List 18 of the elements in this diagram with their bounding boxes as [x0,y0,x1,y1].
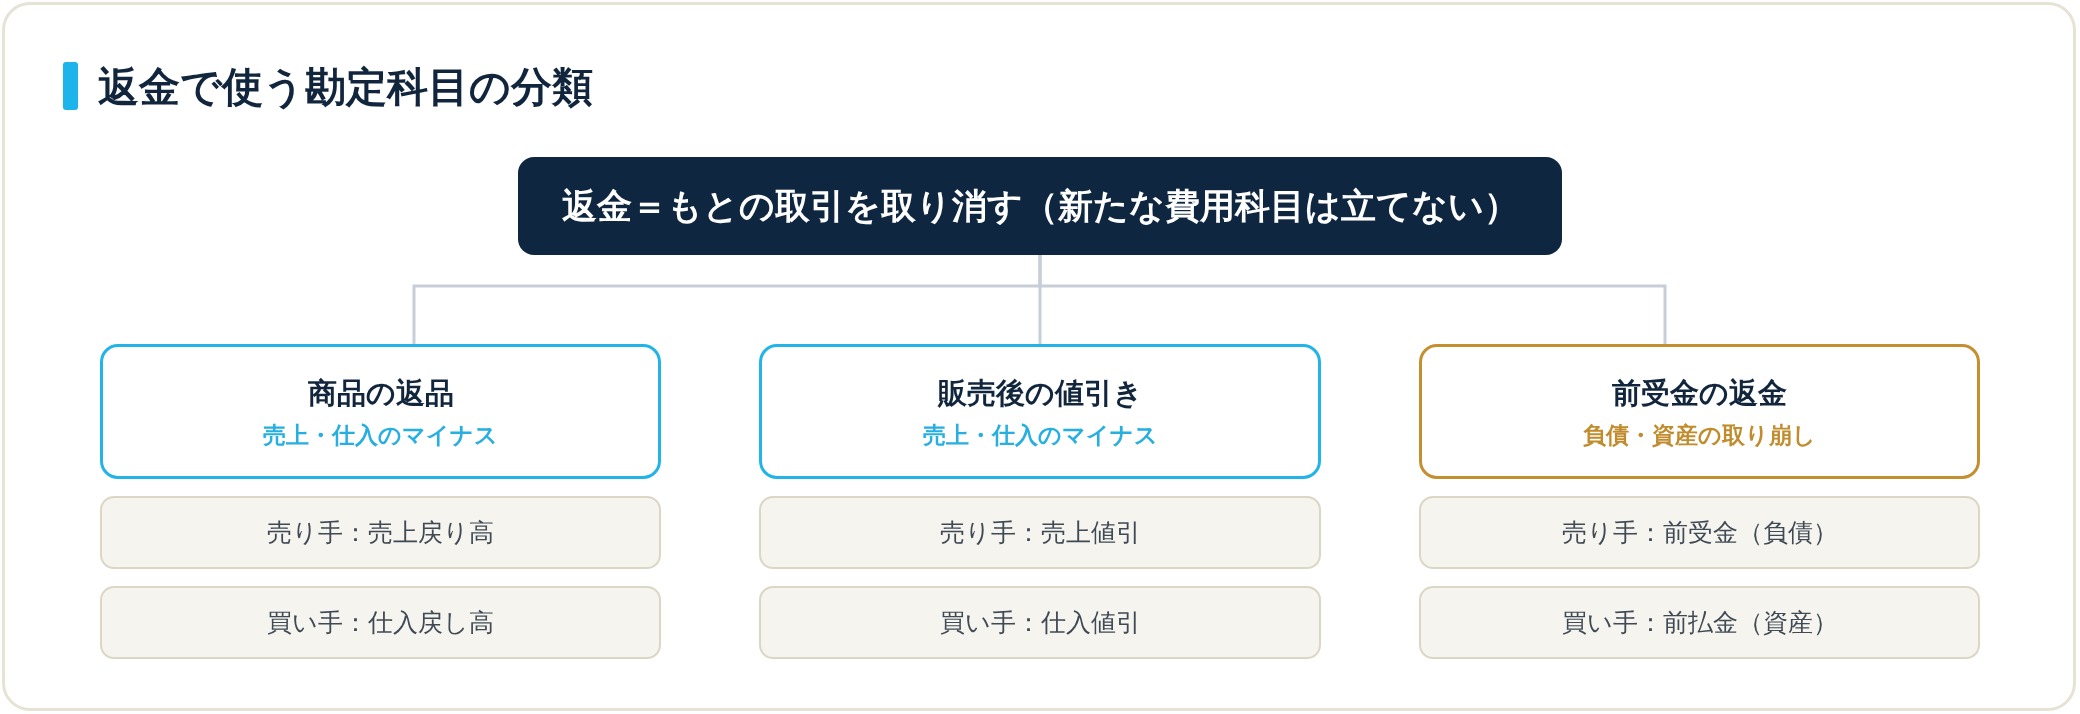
account-box: 売り手：売上戻り高 [100,496,661,569]
category-title: 商品の返品 [307,374,454,411]
category-title: 前受金の返金 [1612,374,1787,411]
account-box: 売り手：前受金（負債） [1419,496,1980,569]
account-box: 売り手：売上値引 [759,496,1321,569]
account-box: 買い手：仕入戻し高 [100,586,661,659]
category-subtitle: 売上・仕入のマイナス [922,420,1158,449]
category-box [759,344,1321,479]
category-box [100,344,661,479]
account-box: 買い手：前払金（資産） [1419,586,1980,659]
summary-box: 返金＝もとの取引を取り消す（新たな費用科目は立てない） [518,157,1562,255]
category-subtitle: 負債・資産の取り崩し [1583,420,1816,449]
category-box [1419,344,1980,479]
title: 返金で使う勘定科目の分類 [98,62,593,113]
account-box: 買い手：仕入値引 [759,586,1321,659]
category-subtitle: 売上・仕入のマイナス [263,420,498,449]
connector-line [1038,255,1667,344]
category-title: 販売後の値引き [937,374,1143,411]
